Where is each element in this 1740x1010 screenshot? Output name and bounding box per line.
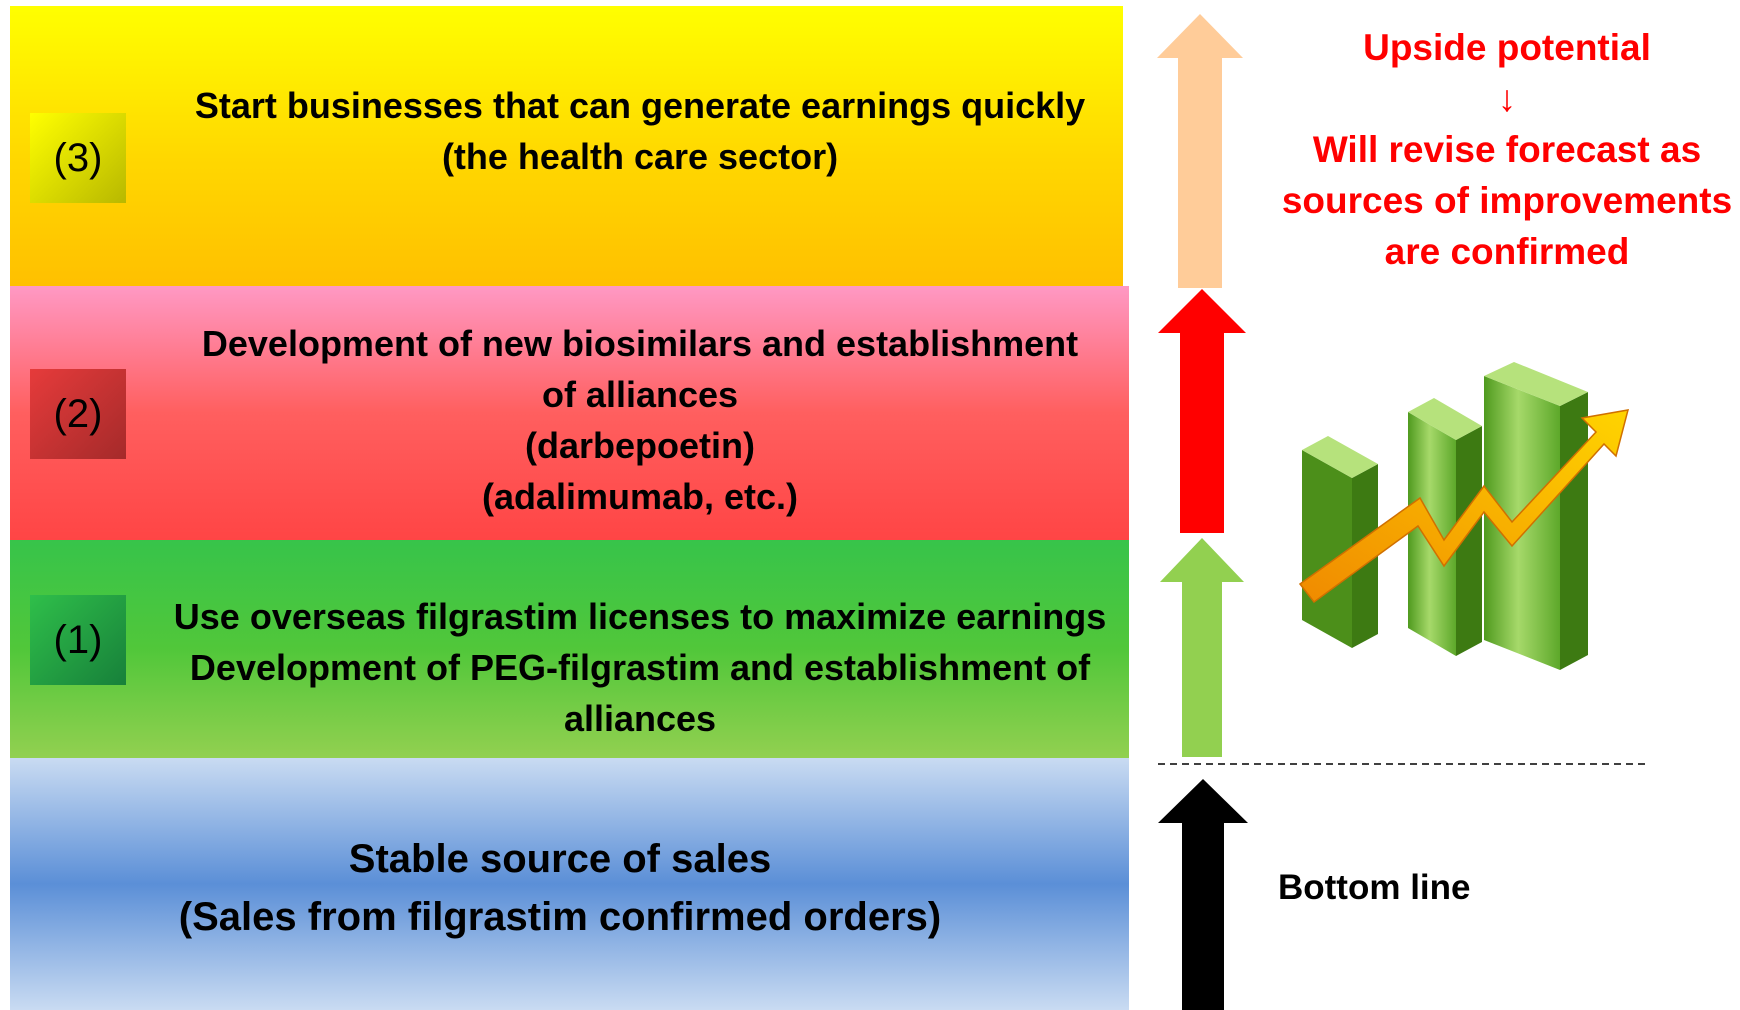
base-text: Stable source of sales (Sales from filgr… bbox=[60, 830, 1060, 946]
level-1-line-1: Use overseas filgrastim licenses to maxi… bbox=[173, 596, 1107, 637]
level-2-line-4: (adalimumab, etc.) bbox=[481, 476, 799, 517]
base-line-2: (Sales from filgrastim confirmed orders) bbox=[178, 895, 942, 939]
level-3-line-2: (the health care sector) bbox=[441, 136, 839, 177]
level-2-line-1: Development of new biosimilars and estab… bbox=[201, 323, 1079, 364]
peach-up-arrow bbox=[1157, 14, 1243, 288]
upside-potential-note: Upside potential ↓ Will revise forecast … bbox=[1262, 22, 1740, 277]
base-band: Stable source of sales (Sales from filgr… bbox=[10, 758, 1129, 1010]
level-2-text: Development of new biosimilars and estab… bbox=[160, 318, 1120, 522]
level-3-line-1: Start businesses that can generate earni… bbox=[194, 85, 1086, 126]
bottom-line-label: Bottom line bbox=[1278, 868, 1471, 907]
red-up-arrow bbox=[1158, 289, 1246, 533]
level-2-tag: (2) bbox=[30, 369, 126, 459]
black-up-arrow bbox=[1158, 779, 1248, 1010]
level-1-line-2: Development of PEG-filgrastim and establ… bbox=[189, 647, 1091, 688]
growth-chart-icon bbox=[1298, 362, 1630, 670]
level-3-tag: (3) bbox=[30, 113, 126, 203]
upside-line-4: sources of improvements bbox=[1281, 180, 1733, 221]
upside-down-arrow: ↓ bbox=[1497, 78, 1517, 119]
upside-line-1: Upside potential bbox=[1363, 27, 1651, 68]
upside-line-5: are confirmed bbox=[1384, 231, 1630, 272]
level-2-line-3: (darbepoetin) bbox=[525, 425, 755, 466]
green-up-arrow bbox=[1160, 538, 1244, 757]
level-1-text: Use overseas filgrastim licenses to maxi… bbox=[160, 591, 1120, 744]
level-2-band: (2) Development of new biosimilars and e… bbox=[10, 286, 1129, 540]
base-line-1: Stable source of sales bbox=[348, 837, 772, 881]
level-2-line-2: of alliances bbox=[541, 374, 739, 415]
level-3-text: Start businesses that can generate earni… bbox=[160, 80, 1120, 182]
level-1-tag: (1) bbox=[30, 595, 126, 685]
level-1-band: (1) Use overseas filgrastim licenses to … bbox=[10, 540, 1129, 758]
upside-line-3: Will revise forecast as bbox=[1312, 129, 1702, 170]
level-1-line-3: alliances bbox=[563, 698, 717, 739]
level-3-band: (3) Start businesses that can generate e… bbox=[10, 6, 1123, 286]
